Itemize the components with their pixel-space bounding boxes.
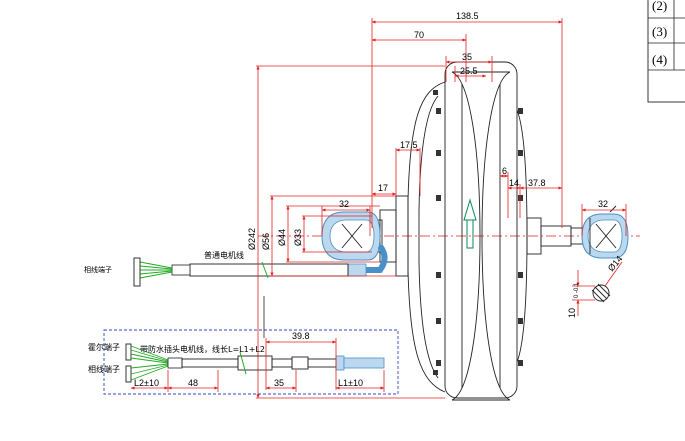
dim-l1: L1±10 <box>338 378 363 388</box>
table-row-4: (4) <box>652 52 667 67</box>
hub-motor-body <box>407 61 528 401</box>
right-axle-assembly <box>526 205 629 259</box>
waterproof-cable-inset: 39.8 L2±10 48 35 L1±10 霍尔端子 相线端子 带防水插头电机… <box>88 296 399 395</box>
dim-rim-diameter: Ø242 <box>247 228 257 250</box>
standard-cable: 普通电机线 相线端子 <box>84 244 388 287</box>
dim-d48: 48 <box>188 378 198 388</box>
dim-hub-width: 35 <box>462 52 472 62</box>
table-row-3: (3) <box>652 24 667 39</box>
parts-table: (2) (3) (4) <box>647 0 685 103</box>
dim-axle-flat: 10 <box>567 308 577 318</box>
dim-right-nut-width: 32 <box>598 199 608 209</box>
dim-stator-offset: 17.5 <box>400 140 418 150</box>
rotation-arrow-icon <box>463 198 477 249</box>
dim-d35: 35 <box>274 378 284 388</box>
dim-d56: Ø56 <box>261 233 271 250</box>
dim-rim-width: 25.5 <box>460 66 478 76</box>
dim-d44: Ø44 <box>277 229 287 246</box>
dim-right-gap-1: 6 <box>502 166 507 176</box>
dim-right-gap-2: 14 <box>509 178 519 188</box>
label-standard-cable: 普通电机线 <box>204 250 244 260</box>
label-waterproof-cable: 带防水插头电机线，线长L=L1+L2 <box>140 344 265 354</box>
dimension-texts: 138.5 70 35 25.5 17.5 17 6 14 37.8 32 32… <box>247 11 608 250</box>
dim-left-nut-width: 32 <box>339 199 349 209</box>
dim-overall-width: 138.5 <box>456 11 479 21</box>
dim-axle-flat-tol: 0 -0.1 <box>574 282 580 298</box>
left-axle-assembly <box>321 195 409 277</box>
dim-l2: L2±10 <box>134 378 159 388</box>
label-hall-terminal: 霍尔端子 <box>88 342 120 352</box>
dimension-lines <box>256 18 627 399</box>
dim-right-axle-length: 37.8 <box>528 178 546 188</box>
dim-half-width: 70 <box>414 30 424 40</box>
dim-flange-offset: 17 <box>378 183 388 193</box>
label-phase-terminal: 相线端子 <box>84 265 112 274</box>
axle-section-detail: Ø14 10 0 -0.1 <box>567 254 624 318</box>
table-row-2: (2) <box>652 0 667 13</box>
label-phase-terminal-2: 相线端子 <box>88 364 120 374</box>
dim-plug-length: 39.8 <box>292 331 310 341</box>
dim-d33: Ø33 <box>293 229 303 246</box>
